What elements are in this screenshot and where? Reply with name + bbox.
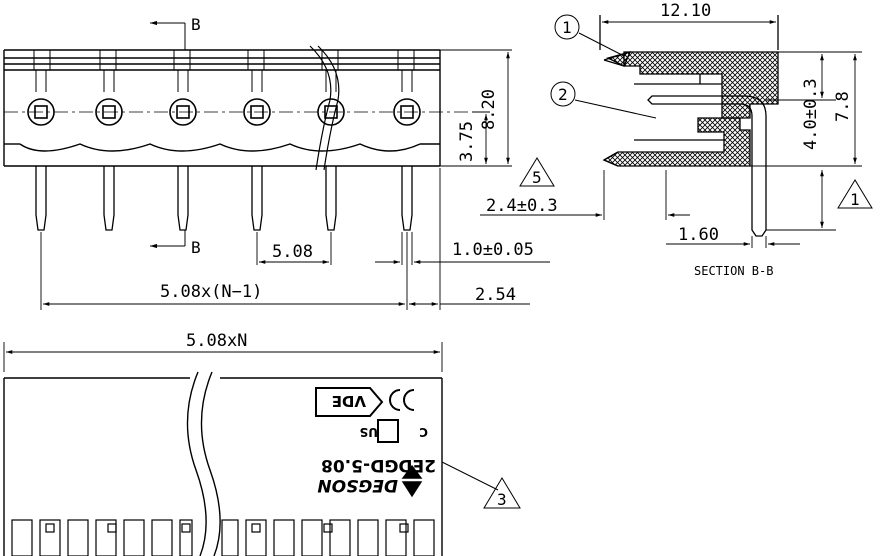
ul-c-mark: C	[419, 425, 428, 439]
brand-name: DEGSON	[317, 475, 398, 495]
section-label-top: B	[191, 15, 201, 34]
dim-height-total: 8.20	[479, 89, 499, 130]
dim-pitch: 5.08	[272, 242, 313, 262]
part-number: 2EDGD-5.08	[321, 455, 436, 475]
section-dim-depth: 12.10	[660, 1, 711, 21]
section-dim-height-total: 7.8	[833, 91, 853, 122]
section-title: SECTION B-B	[694, 264, 773, 278]
top-view	[3, 342, 521, 556]
front-view	[3, 20, 550, 310]
ul-us-mark: US	[360, 425, 378, 439]
callout-1-number: 1	[562, 18, 572, 37]
note-1-number: 1	[850, 190, 860, 209]
dim-height-pin: 3.75	[457, 121, 477, 162]
section-dim-pin-offset: 1.60	[678, 225, 719, 245]
top-dim-length: 5.08xN	[186, 331, 247, 351]
section-label-bottom: B	[191, 238, 201, 257]
section-dim-height-upper: 4.0±0.3	[801, 78, 821, 150]
dim-pin-width: 1.0±0.05	[452, 240, 534, 260]
dim-edge: 2.54	[475, 285, 516, 305]
section-view	[480, 14, 873, 248]
section-dim-lower: 2.4±0.3	[486, 196, 558, 216]
note-5-number: 5	[532, 168, 542, 187]
vde-mark: VDE	[332, 392, 366, 410]
note-3-number: 3	[497, 490, 507, 509]
dim-span: 5.08x(N−1)	[160, 282, 262, 302]
callout-2-number: 2	[558, 85, 568, 104]
